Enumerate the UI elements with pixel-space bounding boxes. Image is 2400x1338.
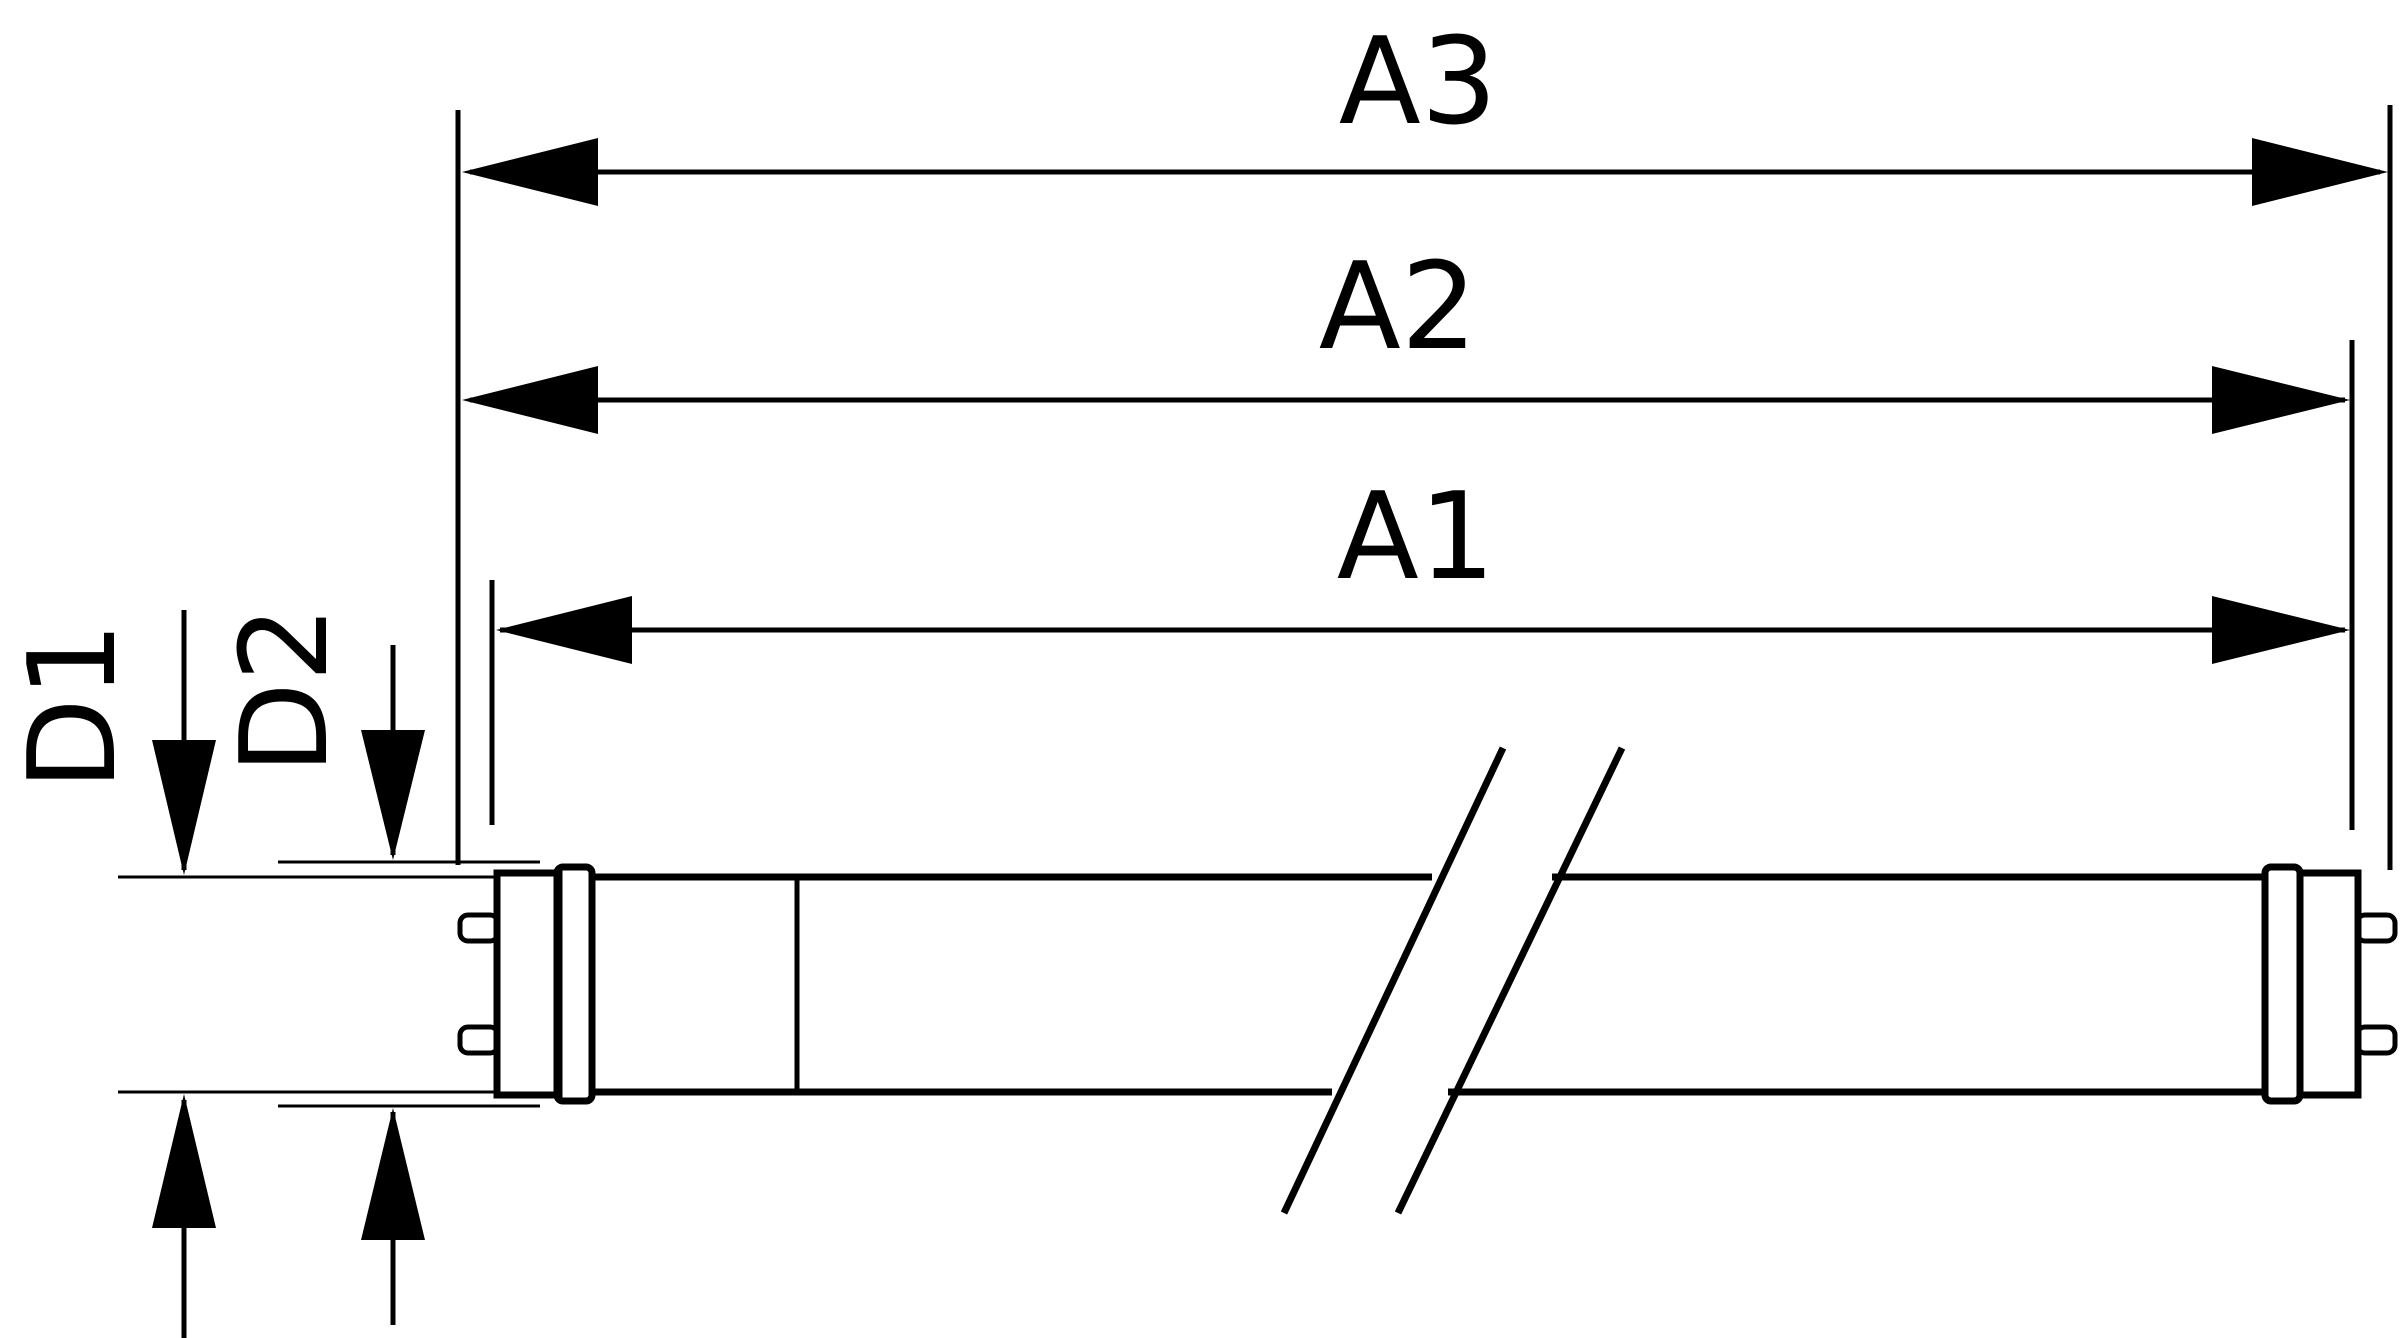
- dimension-a3: A3: [462, 13, 2388, 206]
- dimension-a1: A1: [496, 468, 2350, 664]
- label-d2: D2: [216, 606, 355, 775]
- right-pin-lower: [2354, 1024, 2398, 1056]
- dimension-a2: A2: [462, 238, 2350, 434]
- label-d1: D1: [4, 622, 143, 791]
- dimension-d2: D2: [216, 606, 425, 1325]
- left-pin-lower: [457, 1024, 501, 1056]
- right-end-cap: [2296, 869, 2362, 1099]
- right-collar: [2261, 863, 2304, 1105]
- arrowhead-a2-right: [2212, 366, 2350, 434]
- break-symbol: [1280, 746, 1626, 1215]
- arrowhead-a3-left: [462, 138, 598, 206]
- dimension-d1: D1: [4, 610, 216, 1338]
- arrowhead-d2-bottom: [361, 1108, 425, 1240]
- arrowhead-d2-top: [361, 730, 425, 860]
- left-collar: [553, 863, 596, 1105]
- arrowhead-a1-left: [496, 596, 632, 664]
- lamp-tube: [457, 863, 2398, 1105]
- left-end-cap: [493, 869, 563, 1099]
- right-pin-upper: [2354, 912, 2398, 944]
- arrowhead-a3-right: [2252, 138, 2388, 206]
- break-line-left: [1280, 746, 1507, 1215]
- left-pin-upper: [457, 912, 501, 944]
- label-a2: A2: [1319, 238, 1477, 377]
- break-line-right: [1394, 746, 1626, 1215]
- label-a1: A1: [1337, 468, 1495, 607]
- arrowhead-d1-bottom: [152, 1094, 216, 1228]
- arrowhead-a1-right: [2212, 596, 2350, 664]
- label-a3: A3: [1339, 13, 1497, 152]
- arrowhead-a2-left: [462, 366, 598, 434]
- arrowhead-d1-top: [152, 740, 216, 875]
